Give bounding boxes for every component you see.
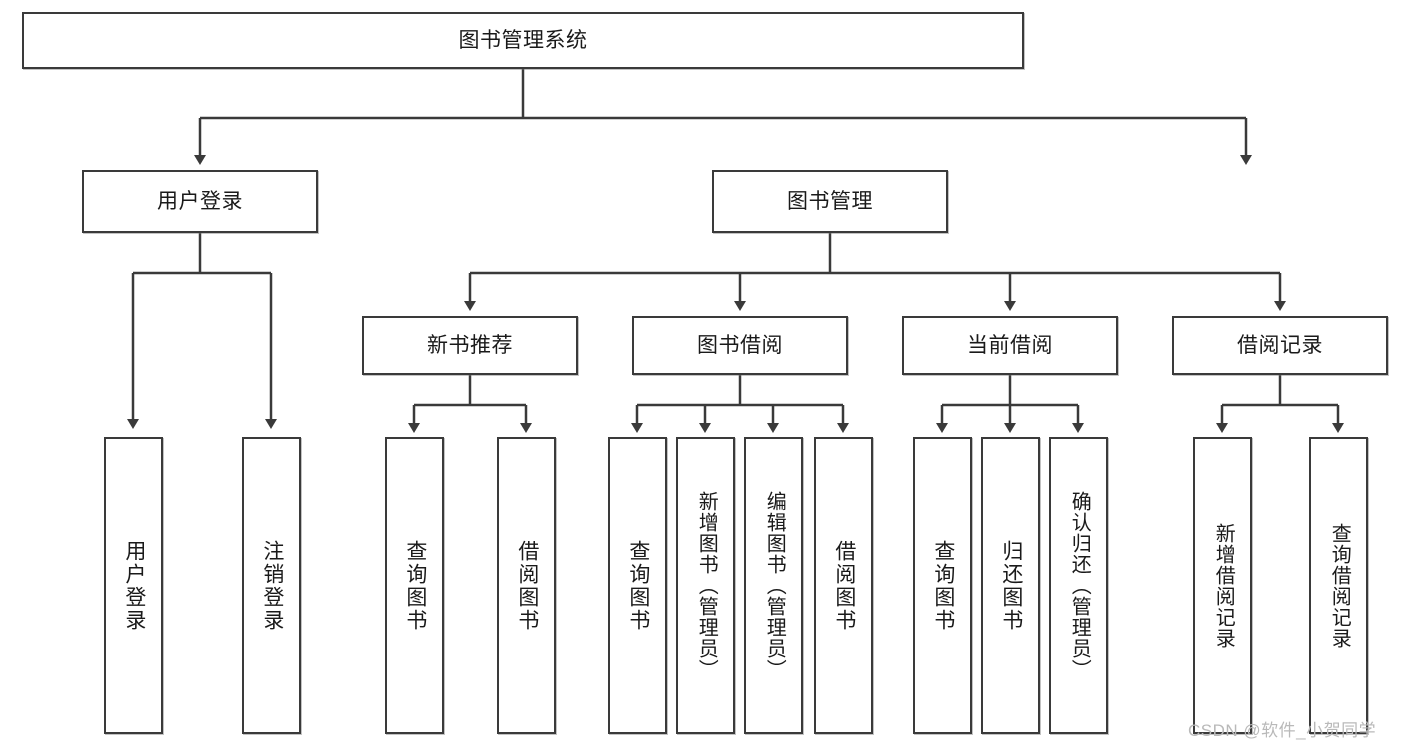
node-leaf-user-login-label: 用户登录 (122, 539, 146, 632)
node-book-manage[interactable]: 图书管理 (712, 170, 948, 233)
node-book-manage-label: 图书管理 (787, 189, 873, 213)
node-book-borrow-label: 图书借阅 (697, 333, 783, 357)
node-leaf-query-book-1-label: 查询图书 (403, 539, 427, 632)
node-borrow-record[interactable]: 借阅记录 (1172, 316, 1388, 375)
node-book-borrow[interactable]: 图书借阅 (632, 316, 848, 375)
node-leaf-confirm-return[interactable]: 确认归还（管理员） (1049, 437, 1108, 734)
node-user-login[interactable]: 用户登录 (82, 170, 318, 233)
node-leaf-return-book-label: 归还图书 (999, 539, 1023, 632)
node-leaf-confirm-return-label: 确认归还（管理员） (1068, 491, 1091, 680)
node-leaf-add-book[interactable]: 新增图书（管理员） (676, 437, 735, 734)
node-leaf-add-record-label: 新增借阅记录 (1212, 522, 1235, 649)
node-leaf-add-book-label: 新增图书（管理员） (695, 491, 718, 680)
node-leaf-return-book[interactable]: 归还图书 (981, 437, 1040, 734)
node-leaf-query-book-3-label: 查询图书 (931, 539, 955, 632)
node-leaf-user-login[interactable]: 用户登录 (104, 437, 163, 734)
node-leaf-query-book-2[interactable]: 查询图书 (608, 437, 667, 734)
node-leaf-borrow-book-2[interactable]: 借阅图书 (814, 437, 873, 734)
node-leaf-logout-login-label: 注销登录 (260, 539, 284, 632)
node-leaf-borrow-book-1[interactable]: 借阅图书 (497, 437, 556, 734)
node-root[interactable]: 图书管理系统 (22, 12, 1024, 69)
node-leaf-query-record-label: 查询借阅记录 (1328, 522, 1351, 649)
node-leaf-query-book-3[interactable]: 查询图书 (913, 437, 972, 734)
node-leaf-edit-book[interactable]: 编辑图书（管理员） (744, 437, 803, 734)
node-borrow-record-label: 借阅记录 (1237, 333, 1323, 357)
node-current-borrow-label: 当前借阅 (967, 333, 1053, 357)
node-leaf-logout-login[interactable]: 注销登录 (242, 437, 301, 734)
node-new-book-rec[interactable]: 新书推荐 (362, 316, 578, 375)
node-user-login-label: 用户登录 (157, 189, 243, 213)
node-root-label: 图书管理系统 (458, 28, 588, 52)
node-leaf-add-record[interactable]: 新增借阅记录 (1193, 437, 1252, 734)
node-leaf-borrow-book-1-label: 借阅图书 (515, 539, 539, 632)
csdn-watermark: CSDN @软件_小贺同学 (1188, 721, 1377, 740)
node-new-book-rec-label: 新书推荐 (427, 333, 513, 357)
node-leaf-borrow-book-2-label: 借阅图书 (832, 539, 856, 632)
node-current-borrow[interactable]: 当前借阅 (902, 316, 1118, 375)
node-leaf-query-book-1[interactable]: 查询图书 (385, 437, 444, 734)
node-leaf-query-record[interactable]: 查询借阅记录 (1309, 437, 1368, 734)
node-leaf-query-book-2-label: 查询图书 (626, 539, 650, 632)
node-leaf-edit-book-label: 编辑图书（管理员） (763, 491, 786, 680)
